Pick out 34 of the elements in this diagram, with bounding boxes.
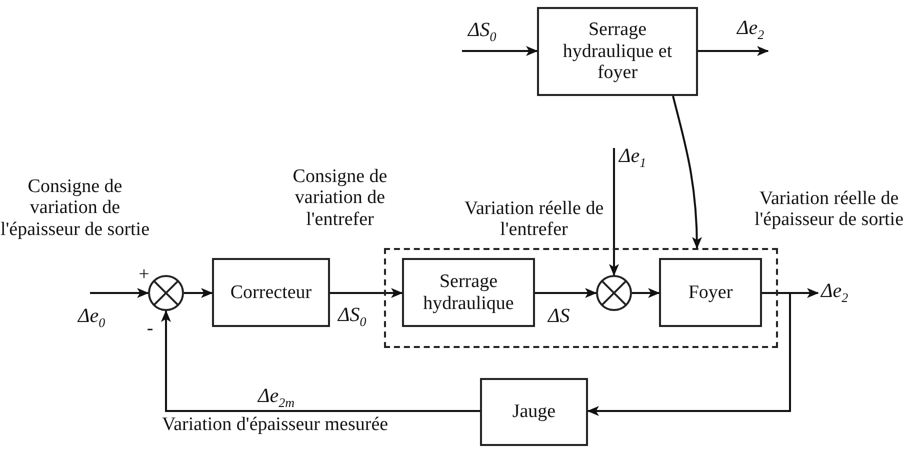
annotation-text: Consigne de variation de l'entrefer: [292, 166, 388, 230]
signal-label: Δe$_{2}$: [737, 18, 764, 41]
signal-arrow: [698, 46, 769, 56]
block-box: Jauge: [480, 378, 588, 446]
signal-arrow: [632, 288, 660, 298]
signal-arrow: [184, 288, 213, 298]
signal-label: Δe$_{2m}$: [258, 386, 295, 409]
signal-arrow: [535, 288, 597, 298]
signal-label: Δe$_{1}$: [619, 146, 646, 169]
signal-arrow: [609, 148, 619, 276]
group-frame: [384, 248, 778, 348]
signal-label: ΔS$_{0}$: [468, 20, 496, 43]
signal-label: Δe$_{2}$: [821, 281, 848, 304]
signal-label: ΔS: [548, 306, 570, 326]
signal-arrow: [462, 46, 538, 56]
annotation-text: Consigne de variation de l'épaisseur de sortie: [0, 176, 150, 240]
block-box: Foyer: [659, 258, 762, 327]
block-box: Correcteur: [212, 258, 330, 327]
signal-arrow: [161, 310, 480, 412]
summing-junction: [596, 275, 632, 311]
summing-junction: [148, 275, 184, 311]
block-box: Serrage hydraulique: [402, 258, 535, 327]
annotation-text: Variation réelle de l'épaisseur de sortie: [753, 188, 905, 231]
annotation-text: Variation réelle de l'entrefer: [463, 198, 605, 241]
signal-arrow: [90, 288, 149, 298]
sign-label: +: [138, 264, 150, 286]
signal-arrow: [587, 292, 791, 416]
sign-label: -: [146, 318, 154, 340]
annotation-text: Variation d'épaisseur mesurée: [162, 414, 388, 436]
block-box: Serrage hydraulique et foyer: [537, 7, 698, 96]
signal-arrow: [330, 288, 403, 298]
signal-label: Δe$_{0}$: [78, 306, 106, 329]
signal-label: ΔS$_{0}$: [338, 305, 366, 328]
signal-arrow: [672, 96, 702, 249]
